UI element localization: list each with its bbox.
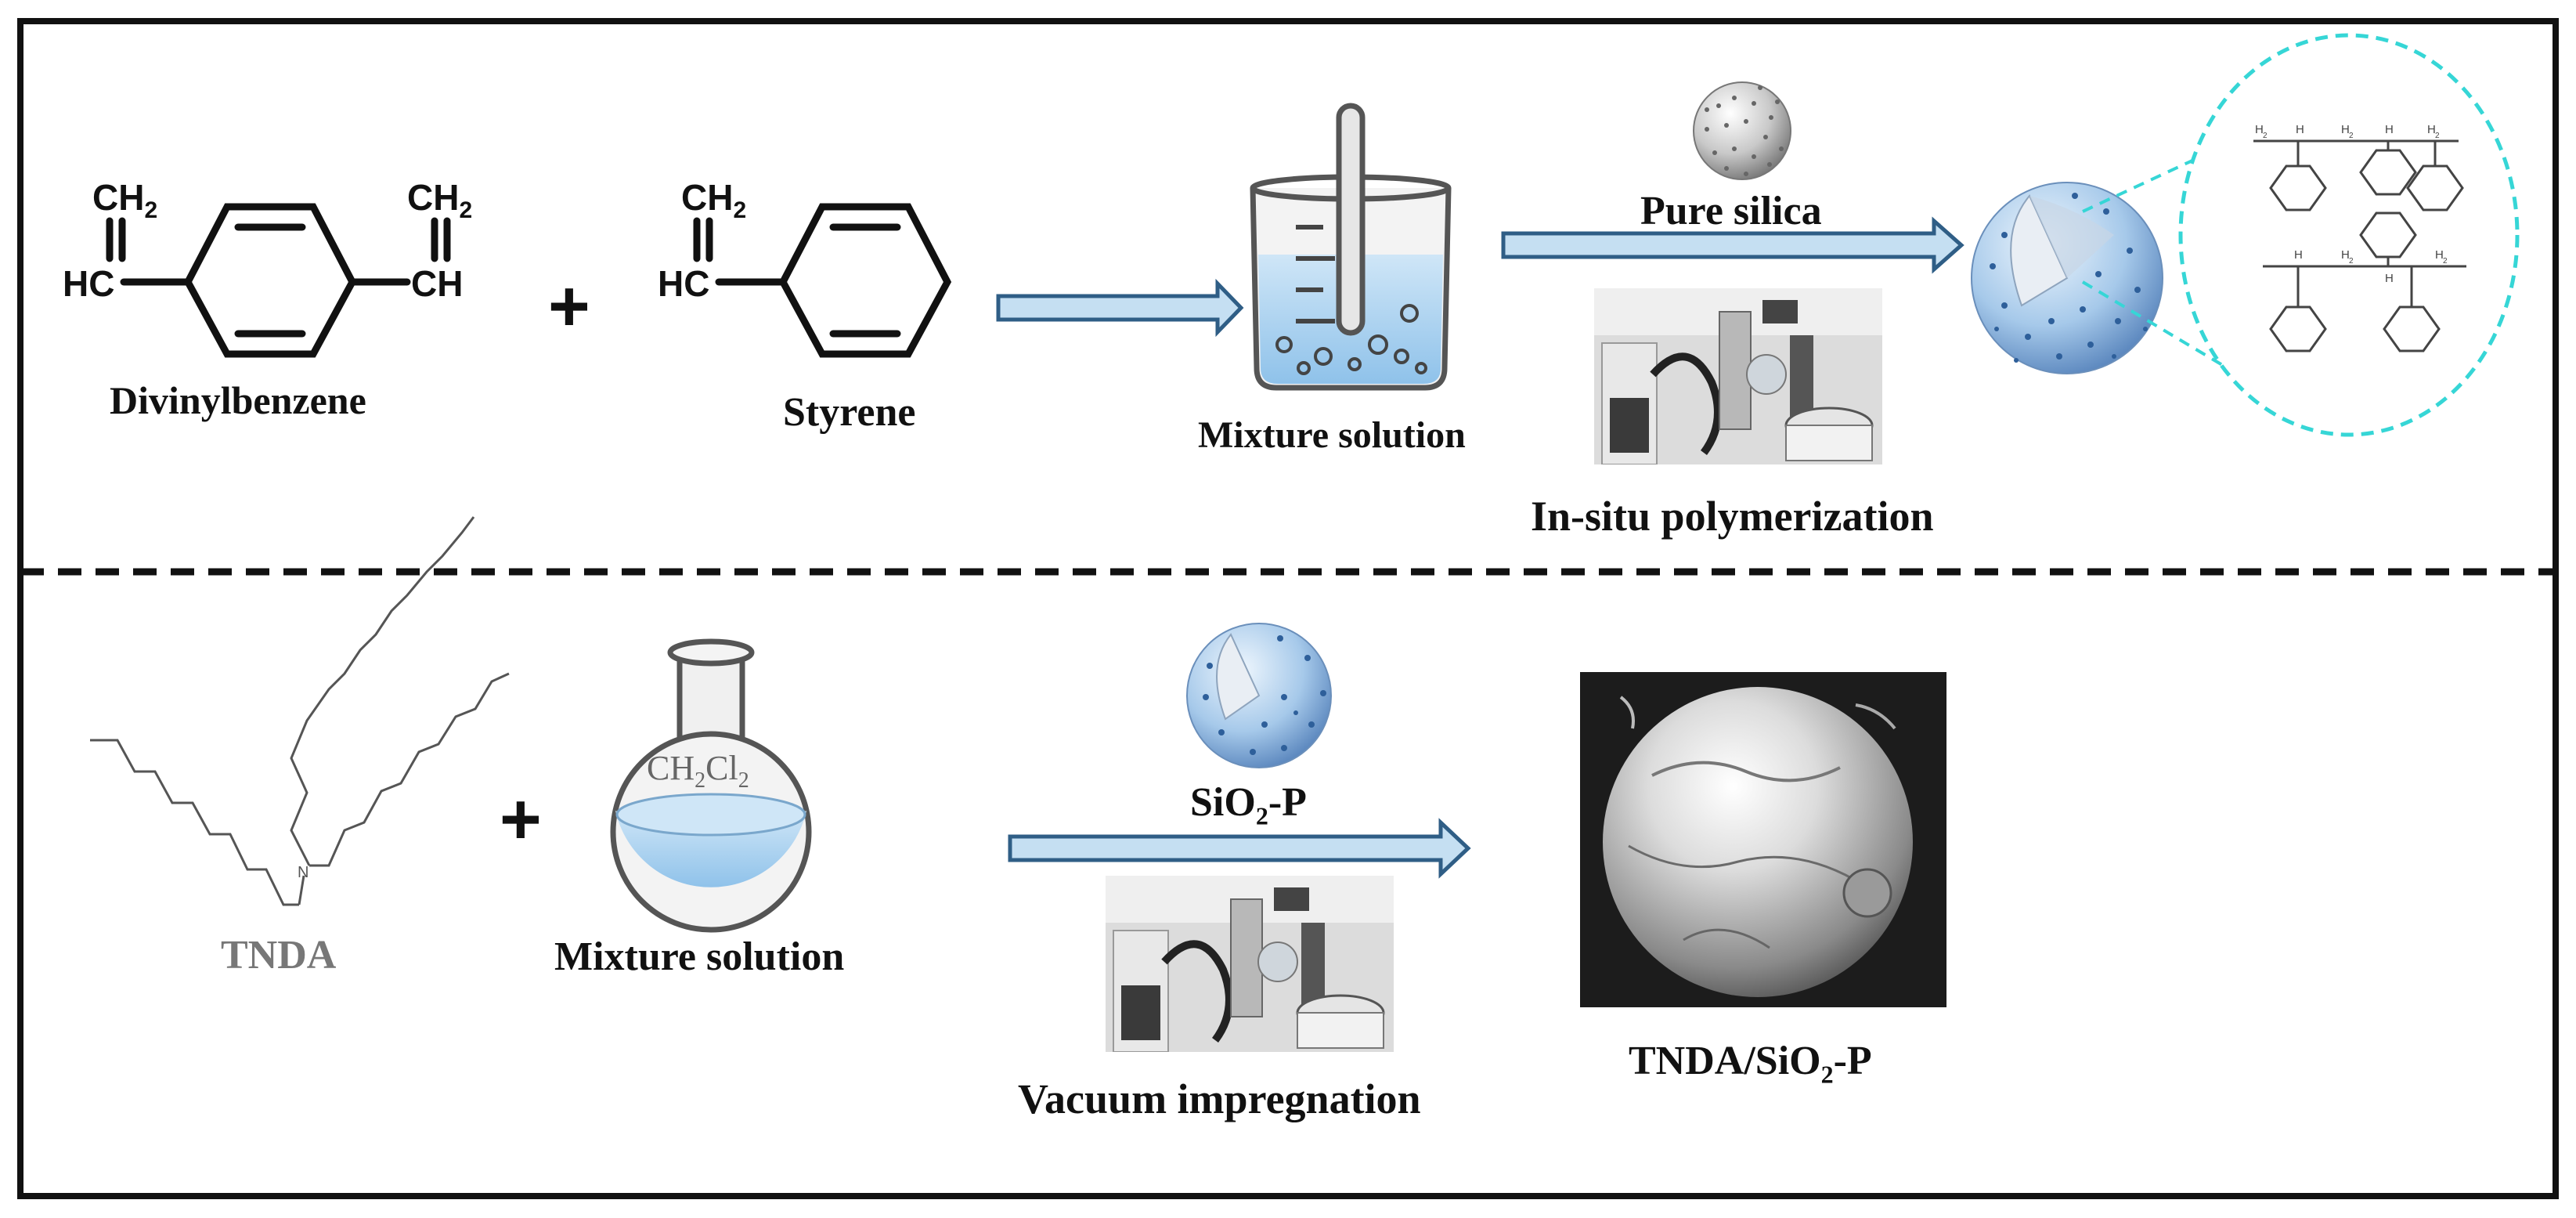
dvb-left-ch2: CH2: [92, 177, 158, 224]
styrene-hc: HC: [658, 263, 710, 304]
polymer-coated-sphere: [1971, 182, 2163, 374]
svg-text:H: H: [2427, 123, 2436, 136]
tnda-label: TNDA: [221, 933, 337, 978]
arrow-to-beaker: [996, 278, 1244, 338]
impregnation-apparatus-photo: [1106, 876, 1394, 1052]
tnda-structure: [90, 516, 510, 906]
pure-silica-sphere: [1693, 81, 1791, 180]
dvb-right-ch: CH: [411, 263, 464, 304]
svg-text:2: 2: [2349, 132, 2354, 140]
in-situ-polymerization-label: In-situ polymerization: [1531, 493, 1934, 540]
apparatus-drawing: [1106, 876, 1394, 1052]
svg-text:H: H: [2385, 272, 2394, 285]
product-label: TNDA/SiO2-P: [1629, 1039, 1872, 1089]
svg-text:H: H: [2296, 123, 2304, 136]
svg-text:2: 2: [2443, 257, 2448, 266]
polymerization-apparatus-photo: [1594, 288, 1882, 464]
arrow-to-composite: [1501, 216, 1964, 274]
svg-text:H: H: [2294, 248, 2303, 262]
apparatus-drawing: [1594, 288, 1882, 464]
svg-text:H: H: [2341, 248, 2350, 262]
styrene-ch2: CH2: [681, 177, 747, 224]
svg-text:H: H: [2435, 248, 2444, 262]
sio2p-sphere: [1186, 623, 1332, 768]
vacuum-impregnation-label: Vacuum impregnation: [1018, 1075, 1421, 1122]
sem-image: [1580, 672, 1946, 1007]
plus-sign-bottom: +: [500, 779, 542, 859]
svg-text:H: H: [2255, 123, 2264, 136]
styrene-structure: [693, 203, 952, 358]
zoom-circle: [2178, 33, 2520, 437]
flask-formula: CH2Cl2: [647, 749, 749, 793]
svg-text:2: 2: [2263, 132, 2268, 140]
tnda-nitrogen: N: [298, 864, 308, 881]
sio2p-label: SiO2-P: [1190, 780, 1307, 830]
styrene-label: Styrene: [783, 390, 916, 435]
svg-text:H: H: [2341, 123, 2350, 136]
pure-silica-label: Pure silica: [1640, 189, 1822, 233]
arrow-to-product: [1008, 818, 1471, 879]
plus-sign-top: +: [548, 266, 590, 346]
flask-illustration: [610, 638, 812, 933]
dvb-left-hc: HC: [63, 263, 115, 304]
flask-mixture-label: Mixture solution: [554, 934, 845, 979]
outer-frame: [17, 18, 2559, 1199]
polymer-structure: [2253, 139, 2466, 352]
divinylbenzene-structure: [106, 203, 451, 358]
divinylbenzene-label: Divinylbenzene: [110, 378, 366, 422]
svg-text:2: 2: [2349, 257, 2354, 266]
beaker-illustration: [1250, 103, 1452, 391]
svg-text:H: H: [2385, 123, 2394, 136]
svg-text:2: 2: [2435, 132, 2440, 140]
beaker-mixture-label: Mixture solution: [1198, 414, 1466, 456]
dvb-right-ch2: CH2: [407, 177, 473, 224]
